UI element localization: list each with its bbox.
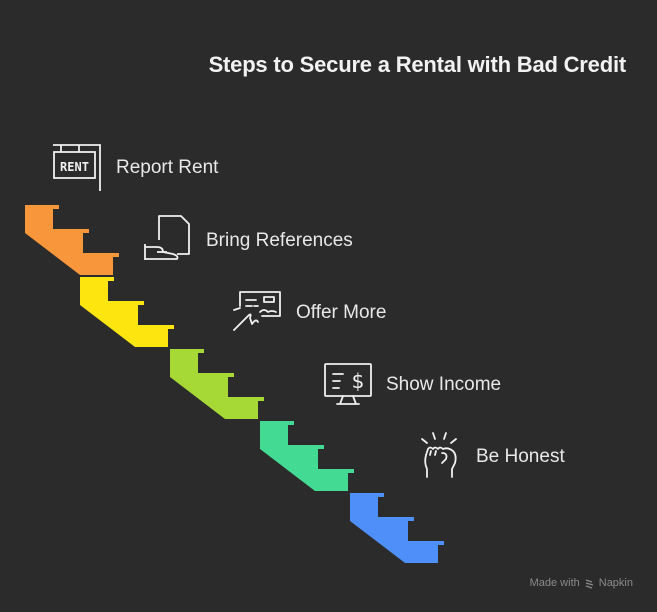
made-with-text: Made with — [529, 577, 580, 589]
stair-block-1 — [25, 205, 119, 275]
stair-block-4 — [260, 421, 354, 491]
step-label-show-income: Show Income — [386, 374, 502, 395]
svg-text:RENT: RENT — [60, 160, 89, 174]
napkin-brand-text: Napkin — [598, 577, 633, 589]
step-label-offer-more: Offer More — [296, 302, 387, 323]
napkin-logo-icon — [585, 578, 593, 589]
step-label-report-rent: Report Rent — [116, 157, 219, 178]
raised-fist-icon — [421, 432, 457, 478]
stair-block-2 — [80, 277, 174, 347]
step-label-be-honest: Be Honest — [476, 446, 565, 467]
svg-text:$: $ — [352, 369, 365, 393]
stair-block-5 — [350, 493, 444, 563]
stair-block-3 — [170, 349, 264, 419]
check-signing-icon — [233, 291, 281, 331]
rent-sign-icon: RENT — [53, 144, 101, 191]
made-with-napkin-badge: Made with Napkin — [530, 577, 633, 589]
hand-document-icon — [144, 215, 190, 260]
step-label-bring-references: Bring References — [206, 230, 353, 251]
page-title: Steps to Secure a Rental with Bad Credit — [208, 52, 627, 77]
monitor-dollar-icon: $ — [324, 363, 372, 405]
